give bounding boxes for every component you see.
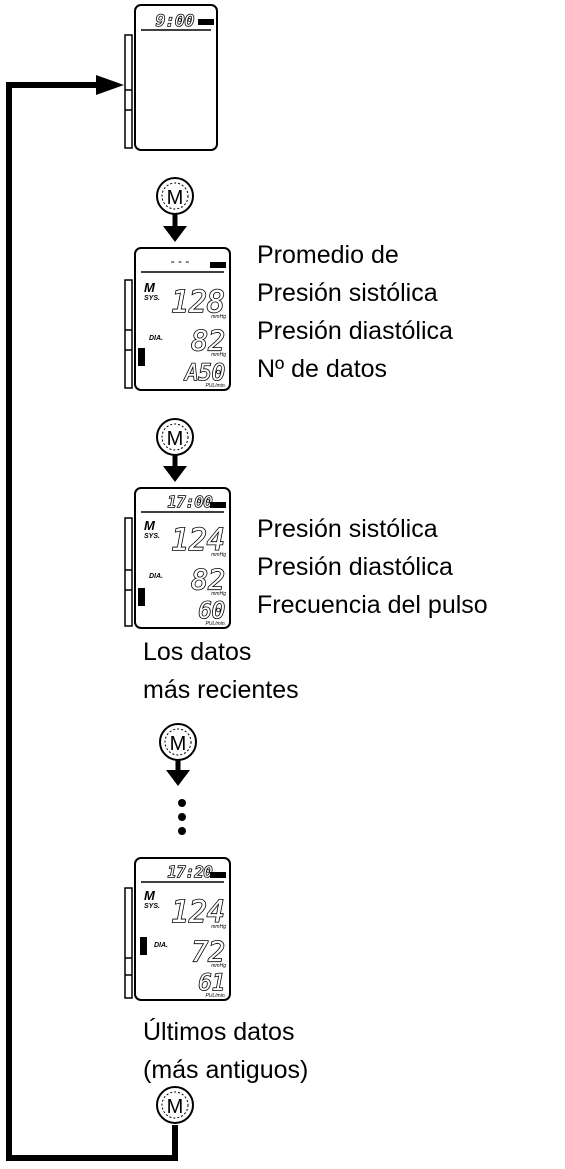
m-button-1[interactable]: M — [156, 177, 194, 215]
memory-m-icon: M — [144, 518, 156, 533]
screen3-annotation-pulse: Frecuencia del pulso — [257, 591, 488, 619]
screen4-dia-value: 72 — [191, 935, 225, 968]
lcd-screen-2: - - - M SYS. 128 mmHg DIA. 82 mmHg A50 P… — [124, 247, 231, 391]
screen3-caption-line1: Los datos — [143, 638, 252, 666]
loop-arrow-head — [96, 75, 124, 95]
screen3-dia-value: 82 — [191, 563, 225, 596]
lcd-screen-1: 9:00 — [124, 4, 218, 151]
continuation-dots — [178, 799, 186, 835]
down-arrow-3 — [166, 760, 190, 786]
memory-m-icon: M — [144, 280, 156, 295]
dia-label: DIA. — [154, 942, 168, 949]
memory-bar-icon — [124, 34, 133, 149]
m-button-4[interactable]: M — [156, 1086, 194, 1124]
m-button-label: M — [167, 187, 184, 209]
screen4-sys-value: 124 — [171, 895, 225, 930]
down-arrow-1 — [163, 214, 187, 242]
svg-text:mmHg: mmHg — [211, 924, 226, 930]
memory-m-icon: M — [144, 888, 156, 903]
screen3-caption-line2: más recientes — [143, 676, 299, 704]
memory-bar-icon — [124, 887, 133, 999]
screen3-annotation-diastolic: Presión diastólica — [257, 553, 453, 581]
screen2-count-value: A50 — [183, 361, 225, 386]
screen4-pulse-value: 61 — [199, 971, 226, 996]
screen2-sys-value: 128 — [171, 285, 225, 320]
screen3-annotation-systolic: Presión sistólica — [257, 515, 438, 543]
screen1-time: 9:00 — [156, 11, 195, 30]
dia-label: DIA. — [149, 335, 163, 342]
screen2-annotation-average: Promedio de — [257, 241, 399, 269]
m-button-2[interactable]: M — [156, 418, 194, 456]
screen4-caption-line2: (más antiguos) — [143, 1056, 309, 1084]
lcd-screen-3: 17:00 M SYS. 124 mmHg DIA. 82 mmHg 60 PU… — [124, 487, 231, 629]
level-indicator — [140, 937, 147, 955]
sys-label: SYS. — [144, 903, 160, 910]
sys-label: SYS. — [144, 533, 160, 540]
loop-back-connector — [6, 75, 178, 1161]
screen2-annotation-count: Nº de datos — [257, 355, 388, 383]
level-indicator — [138, 348, 145, 366]
screen4-time: 17:20 — [167, 863, 212, 881]
svg-text:mmHg: mmHg — [211, 352, 226, 358]
screen2-annotation-systolic: Presión sistólica — [257, 279, 438, 307]
screen3-sys-value: 124 — [171, 523, 225, 558]
m-button-label: M — [167, 1096, 184, 1118]
screen2-annotation-diastolic: Presión diastólica — [257, 317, 453, 345]
screen3-pulse-value: 60 — [199, 599, 226, 624]
memory-bar-icon — [124, 517, 133, 627]
memory-bar-icon — [124, 279, 133, 389]
lcd-screen-4: 17:20 M SYS. 124 mmHg DIA. 72 mmHg 61 PU… — [124, 857, 231, 1001]
svg-text:mmHg: mmHg — [211, 963, 226, 969]
svg-text:PUL/min.: PUL/min. — [205, 993, 226, 999]
m-button-label: M — [167, 428, 184, 450]
m-button-3[interactable]: M — [159, 723, 197, 761]
screen2-dia-value: 82 — [191, 324, 225, 357]
svg-text:PUL/min.: PUL/min. — [205, 383, 226, 389]
battery-icon — [198, 19, 214, 25]
dia-label: DIA. — [149, 573, 163, 580]
battery-icon — [210, 872, 226, 878]
svg-text:mmHg: mmHg — [211, 314, 226, 320]
screen4-caption-line1: Últimos datos — [143, 1018, 295, 1046]
svg-text:mmHg: mmHg — [211, 591, 226, 597]
svg-text:mmHg: mmHg — [211, 552, 226, 558]
screen3-time: 17:00 — [167, 493, 212, 511]
battery-icon — [210, 502, 226, 508]
sys-label: SYS. — [144, 295, 160, 302]
screen2-dashes: - - - — [171, 254, 190, 268]
down-arrow-2 — [163, 455, 187, 482]
svg-text:PUL/min.: PUL/min. — [205, 621, 226, 627]
m-button-label: M — [170, 733, 187, 755]
level-indicator — [138, 588, 145, 606]
battery-icon — [210, 262, 226, 268]
